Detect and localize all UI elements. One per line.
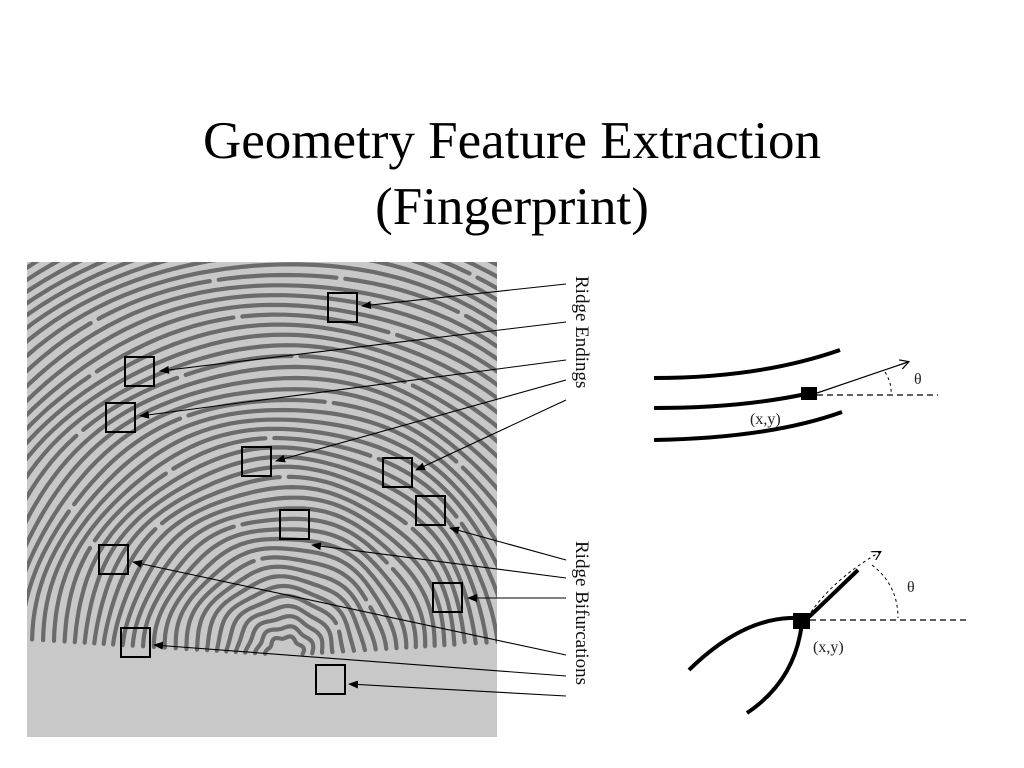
ending-box-2	[124, 356, 155, 387]
bifurcation-point-label: (x,y)	[813, 639, 844, 656]
minutiae-boxes	[98, 292, 463, 695]
bifurcation-box-6	[315, 664, 346, 695]
arrow-bifurcation-2	[311, 542, 567, 579]
ridge-line	[101, 474, 467, 647]
ridge-line	[27, 375, 497, 639]
ridge-line	[27, 302, 497, 632]
bifurcation-box-1	[415, 495, 446, 526]
bifurcation-box-5	[120, 627, 151, 658]
ridge-bifurcation-diagram: θ (x,y)	[687, 552, 968, 715]
ridge-line	[41, 417, 497, 643]
ridge-line	[62, 435, 497, 644]
bifurcation-box-3	[98, 544, 129, 575]
ending-ridge-top	[653, 348, 841, 380]
arrow-ending-4	[275, 379, 567, 463]
bifurcation-ridge-lower	[745, 621, 804, 715]
ridge-line	[27, 262, 497, 627]
bifurcation-point-marker	[793, 613, 810, 629]
ending-point-label: (x,y)	[750, 411, 781, 428]
ridge-ending-diagram: θ (x,y)	[653, 348, 938, 442]
ending-box-3	[105, 402, 136, 433]
arrow-ending-1	[361, 283, 567, 310]
ending-box-5	[382, 457, 413, 488]
ending-point-marker	[801, 387, 817, 400]
ridge-line	[173, 546, 399, 651]
ridge-line	[233, 603, 335, 655]
ridge-line	[141, 516, 428, 649]
bifurcation-box-4	[432, 582, 463, 613]
ending-ridge-bottom	[653, 410, 843, 442]
bifurcation-box-2	[279, 509, 310, 540]
ridge-line	[120, 495, 447, 648]
ridge-line	[243, 614, 325, 655]
ridge-line	[51, 426, 497, 643]
ridge-line	[27, 364, 497, 638]
fingerprint-ridges	[27, 262, 497, 656]
ridge-line	[151, 527, 418, 650]
arrow-bifurcation-6	[348, 680, 567, 697]
ridge-line	[27, 293, 497, 630]
arrow-bifurcation-4	[132, 559, 567, 656]
ridge-line	[194, 564, 378, 652]
title-line-2: (Fingerprint)	[375, 178, 649, 236]
bifurcation-direction-arrow	[810, 552, 880, 613]
arrow-ending-3	[139, 359, 567, 419]
ending-box-1	[327, 292, 358, 323]
ending-direction-arrow	[816, 362, 908, 394]
ridge-line	[27, 387, 497, 640]
ridge-line	[27, 332, 497, 635]
ridge-line	[27, 283, 497, 629]
ridge-line	[92, 464, 478, 646]
ending-ridge-middle	[653, 392, 807, 410]
ridge-line	[27, 397, 497, 641]
arrow-bifurcation-5	[153, 641, 567, 677]
label-arrows	[132, 283, 567, 697]
ridge-line	[252, 624, 316, 656]
ridge-line	[27, 312, 497, 633]
ridge-line	[27, 272, 497, 628]
ridge-endings-label: Ridge Endings	[571, 276, 592, 388]
arrow-bifurcation-1	[449, 526, 567, 561]
slide-title: Geometry Feature Extraction (Fingerprint…	[0, 108, 1024, 238]
ridge-line	[27, 343, 497, 636]
ridge-line	[263, 634, 307, 656]
arrow-ending-5	[415, 399, 567, 471]
ending-angle-arc	[884, 371, 892, 396]
ridge-line	[30, 407, 497, 642]
ridge-line	[205, 574, 367, 653]
ending-box-4	[241, 446, 272, 477]
ridge-line	[184, 555, 389, 652]
ridge-line	[224, 593, 346, 654]
arrow-ending-2	[159, 321, 567, 374]
ridge-line	[27, 322, 497, 634]
ridge-line	[130, 506, 437, 648]
ridge-line	[72, 445, 497, 645]
ridge-line	[214, 583, 356, 653]
bifurcation-angle-label: θ	[907, 579, 915, 596]
ending-angle-label: θ	[914, 371, 922, 388]
title-line-1: Geometry Feature Extraction	[202, 112, 822, 170]
bifurcation-angle-arc	[871, 564, 899, 619]
fingerprint-image	[27, 262, 497, 737]
ridge-bifurcations-label: Ridge Bifurcations	[571, 541, 592, 685]
